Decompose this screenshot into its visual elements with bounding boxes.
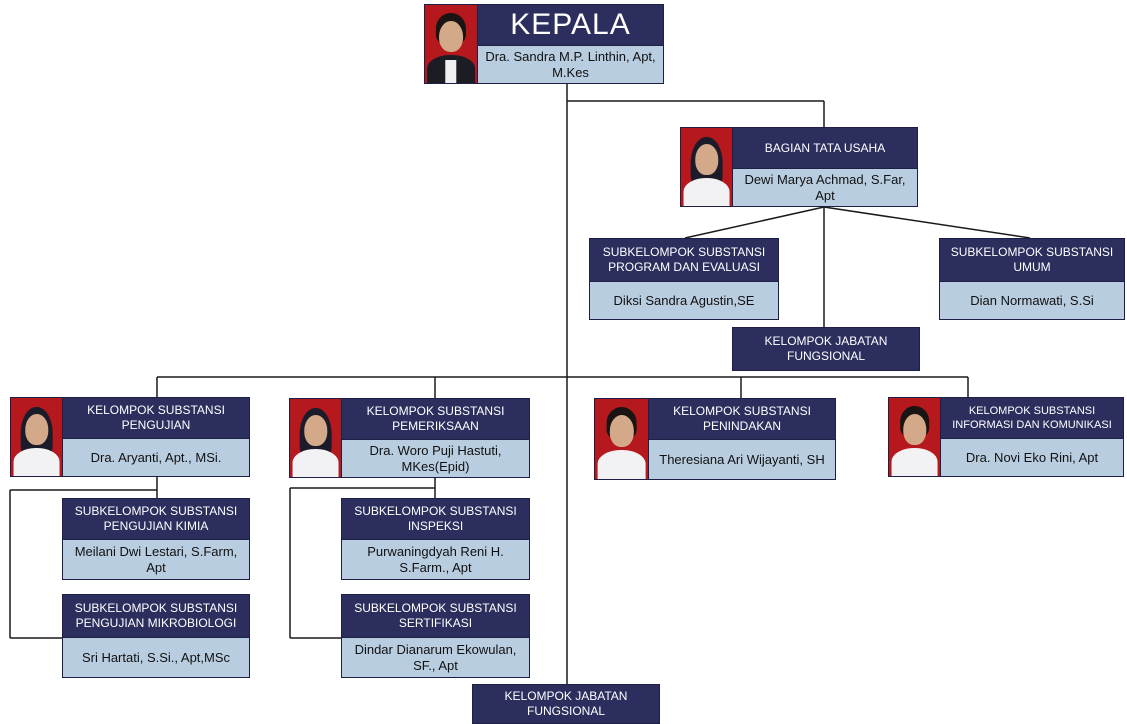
sub-program-title: SUBKELOMPOK SUBSTANSI PROGRAM DAN EVALUA… [602, 245, 766, 274]
penindakan-name: Theresiana Ari Wijayanti, SH [649, 439, 835, 479]
pemeriksaan-title: KELOMPOK SUBSTANSI PEMERIKSAAN [366, 404, 505, 433]
sub-sertifikasi-title: SUBKELOMPOK SUBSTANSI SERTIFIKASI [354, 601, 517, 630]
sub-kimia-title: SUBKELOMPOK SUBSTANSI PENGUJIAN KIMIA [74, 504, 238, 533]
sub-kimia-name: Meilani Dwi Lestari, S.Farm, Apt [63, 539, 249, 579]
pengujian-photo [11, 398, 63, 476]
kepala-title: KEPALA [510, 8, 631, 41]
sub-mikro-name: Sri Hartati, S.Si., Apt,MSc [63, 637, 249, 677]
sub-umum-title: SUBKELOMPOK SUBSTANSI UMUM [950, 245, 1114, 274]
tata-usaha-title: BAGIAN TATA USAHA [764, 140, 886, 155]
penindakan-title: KELOMPOK SUBSTANSI PENINDAKAN [673, 404, 811, 433]
node-sub-mikro: SUBKELOMPOK SUBSTANSI PENGUJIAN MIKROBIO… [62, 594, 250, 678]
node-sub-umum: SUBKELOMPOK SUBSTANSI UMUM Dian Normawat… [939, 238, 1125, 320]
node-sub-program: SUBKELOMPOK SUBSTANSI PROGRAM DAN EVALUA… [589, 238, 779, 320]
pengujian-title: KELOMPOK SUBSTANSI PENGUJIAN [87, 403, 225, 432]
infokom-photo [889, 398, 941, 476]
node-pemeriksaan: KELOMPOK SUBSTANSI PEMERIKSAAN Dra. Woro… [289, 398, 530, 478]
node-fungsional-top: KELOMPOK JABATAN FUNGSIONAL [732, 327, 920, 371]
sub-sertifikasi-name: Dindar Dianarum Ekowulan, SF., Apt [342, 637, 529, 677]
pemeriksaan-photo [290, 399, 342, 477]
infokom-name: Dra. Novi Eko Rini, Apt [941, 438, 1123, 476]
tata-usaha-photo [681, 128, 733, 206]
node-sub-kimia: SUBKELOMPOK SUBSTANSI PENGUJIAN KIMIA Me… [62, 498, 250, 580]
node-penindakan: KELOMPOK SUBSTANSI PENINDAKAN Theresiana… [594, 398, 836, 480]
tata-usaha-name: Dewi Marya Achmad, S.Far, Apt [733, 168, 917, 206]
penindakan-photo [595, 399, 649, 479]
sub-inspeksi-title: SUBKELOMPOK SUBSTANSI INSPEKSI [354, 504, 517, 533]
sub-inspeksi-name: Purwaningdyah Reni H. S.Farm., Apt [342, 539, 529, 579]
node-fungsional-bottom: KELOMPOK JABATAN FUNGSIONAL [472, 684, 660, 724]
infokom-title: KELOMPOK SUBSTANSI INFORMASI DAN KOMUNIK… [952, 405, 1112, 431]
node-pengujian: KELOMPOK SUBSTANSI PENGUJIAN Dra. Aryant… [10, 397, 250, 477]
node-infokom: KELOMPOK SUBSTANSI INFORMASI DAN KOMUNIK… [888, 397, 1124, 477]
pemeriksaan-name: Dra. Woro Puji Hastuti, MKes(Epid) [342, 439, 529, 477]
node-tata-usaha: BAGIAN TATA USAHA Dewi Marya Achmad, S.F… [680, 127, 918, 207]
node-sub-inspeksi: SUBKELOMPOK SUBSTANSI INSPEKSI Purwaning… [341, 498, 530, 580]
kepala-photo [425, 5, 478, 83]
node-kepala: KEPALA Dra. Sandra M.P. Linthin, Apt, M.… [424, 4, 664, 84]
sub-mikro-title: SUBKELOMPOK SUBSTANSI PENGUJIAN MIKROBIO… [74, 601, 238, 630]
pengujian-name: Dra. Aryanti, Apt., MSi. [63, 438, 249, 476]
sub-umum-name: Dian Normawati, S.Si [940, 281, 1124, 319]
sub-program-name: Diksi Sandra Agustin,SE [590, 281, 778, 319]
kepala-name: Dra. Sandra M.P. Linthin, Apt, M.Kes [478, 45, 663, 83]
node-sub-sertifikasi: SUBKELOMPOK SUBSTANSI SERTIFIKASI Dindar… [341, 594, 530, 678]
